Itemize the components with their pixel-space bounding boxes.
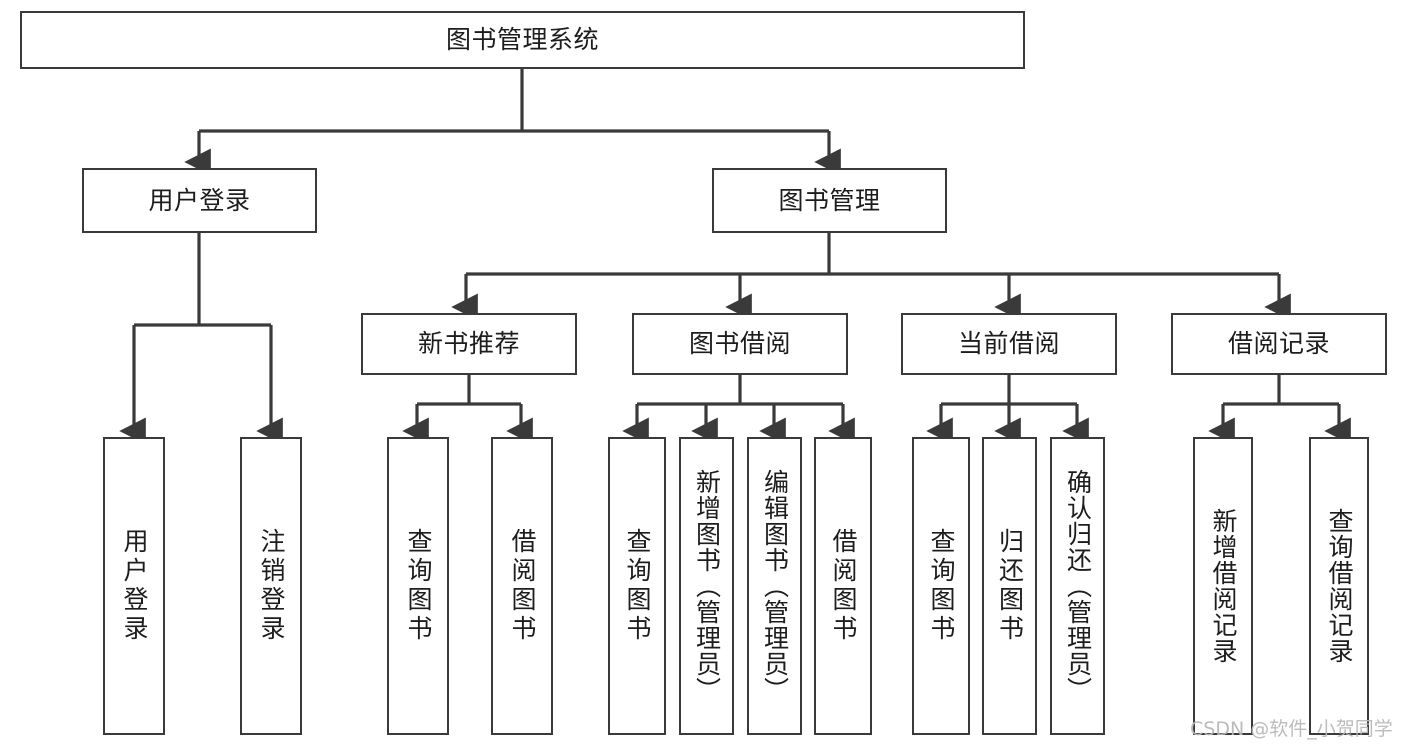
node-label: 用户登录 <box>120 528 149 644</box>
leaf-user-login[interactable]: 用户登录 <box>103 437 165 735</box>
leaf-add-borrow-record[interactable]: 新增借阅记录 <box>1193 437 1253 735</box>
node-label: 图书管理 <box>778 185 881 215</box>
leaf-query-borrow-record[interactable]: 查询借阅记录 <box>1309 437 1369 735</box>
node-label: 注销登录 <box>257 528 286 644</box>
node-root-book-management-system[interactable]: 图书管理系统 <box>20 11 1025 69</box>
node-label: 借阅图书 <box>508 528 537 644</box>
node-current-borrow[interactable]: 当前借阅 <box>901 313 1117 375</box>
leaf-return-book[interactable]: 归还图书 <box>982 437 1037 735</box>
leaf-query-book-borrow[interactable]: 查询图书 <box>608 437 666 735</box>
node-user-login[interactable]: 用户登录 <box>82 168 317 233</box>
node-label: 查询借阅记录 <box>1325 508 1354 664</box>
node-label: 归还图书 <box>995 528 1025 644</box>
leaf-query-book-current[interactable]: 查询图书 <box>912 437 970 735</box>
node-label: 借阅记录 <box>1227 329 1330 358</box>
leaf-edit-book-admin[interactable]: 编辑图书（管理员） <box>747 437 802 735</box>
node-label: 确认归还（管理员） <box>1063 469 1093 703</box>
node-label: 新书推荐 <box>417 329 520 358</box>
leaf-borrow-book-recommend[interactable]: 借阅图书 <box>491 437 553 735</box>
node-label: 查询图书 <box>623 528 652 644</box>
node-label: 图书借阅 <box>688 329 791 358</box>
leaf-add-book-admin[interactable]: 新增图书（管理员） <box>679 437 734 735</box>
csdn-watermark: CSDN @软件_小贺同学 <box>1190 714 1393 741</box>
leaf-confirm-return-admin[interactable]: 确认归还（管理员） <box>1050 437 1105 735</box>
leaf-borrow-book[interactable]: 借阅图书 <box>814 437 872 735</box>
node-label: 编辑图书（管理员） <box>760 469 790 703</box>
leaf-query-book-recommend[interactable]: 查询图书 <box>387 437 449 735</box>
watermark-text: CSDN @软件_小贺同学 <box>1190 718 1393 740</box>
node-label: 新增图书（管理员） <box>692 469 722 703</box>
node-label: 当前借阅 <box>957 329 1060 358</box>
node-label: 查询图书 <box>404 528 433 644</box>
node-book-borrow[interactable]: 图书借阅 <box>632 313 848 375</box>
node-label: 借阅图书 <box>829 528 858 644</box>
node-borrow-records[interactable]: 借阅记录 <box>1171 313 1387 375</box>
node-label: 用户登录 <box>148 185 251 215</box>
node-new-book-recommend[interactable]: 新书推荐 <box>361 313 577 375</box>
leaf-logout[interactable]: 注销登录 <box>240 437 302 735</box>
node-label: 查询图书 <box>927 528 956 644</box>
node-label: 图书管理系统 <box>445 25 599 54</box>
node-label: 新增借阅记录 <box>1209 508 1238 664</box>
node-book-management[interactable]: 图书管理 <box>712 168 947 233</box>
